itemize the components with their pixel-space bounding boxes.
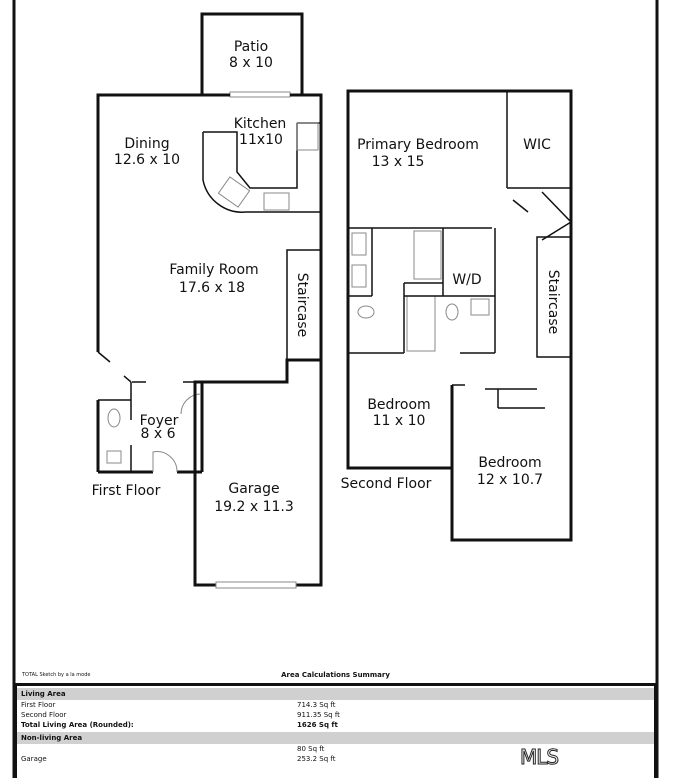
sliding-door	[229, 91, 291, 98]
room-size: 12.6 x 10	[114, 152, 180, 168]
bathtub-icon	[413, 230, 442, 280]
room-size: 17.6 x 18	[179, 280, 245, 296]
section-header: Non-living Area	[17, 732, 654, 744]
room-label: Kitchen	[234, 116, 287, 132]
room-label: Staircase	[545, 270, 561, 334]
room-label: Staircase	[294, 273, 310, 337]
area-summary: TOTAL Sketch by a la mode Area Calculati…	[14, 666, 657, 778]
garage-door	[215, 581, 297, 589]
staircase-1	[286, 249, 322, 361]
row-value: 714.3 Sq ft	[297, 701, 336, 709]
room-size: 8 x 10	[229, 55, 273, 71]
room-label: WIC	[523, 137, 551, 153]
table-row: 80 Sq ft	[17, 744, 654, 754]
table-row: First Floor 714.3 Sq ft	[17, 700, 654, 710]
software-credit: TOTAL Sketch by a la mode	[22, 672, 91, 678]
summary-title: Area Calculations Summary	[281, 671, 390, 679]
room-label: Family Room	[169, 262, 258, 278]
first-floor-plan	[96, 12, 323, 589]
room-label: Primary Bedroom	[357, 137, 479, 153]
bathtub-icon	[406, 295, 436, 352]
row-label: Second Floor	[21, 711, 67, 719]
toilet-icon	[107, 408, 121, 428]
staircase-2	[536, 236, 572, 358]
room-size: 12 x 10.7	[477, 472, 543, 488]
room-label: Bedroom	[367, 397, 430, 413]
row-value: 253.2 Sq ft	[297, 755, 336, 763]
second-floor-plan	[346, 89, 573, 542]
mls-watermark: MLS	[519, 745, 559, 769]
table-row: Second Floor 911.35 Sq ft	[17, 710, 654, 720]
room-label: Patio	[234, 39, 268, 55]
room-label: Garage	[228, 481, 279, 497]
row-label: Total Living Area (Rounded):	[21, 721, 134, 729]
row-value: 1626 Sq ft	[297, 721, 338, 729]
floor-label: Second Floor	[341, 476, 432, 492]
room-size: 8 x 6	[141, 426, 176, 442]
total-row: Total Living Area (Rounded): 1626 Sq ft	[17, 720, 654, 730]
row-label: First Floor	[21, 701, 56, 709]
floor-label: First Floor	[92, 483, 161, 499]
sink-icon	[470, 298, 490, 316]
stove-icon	[263, 192, 290, 211]
room-size: 19.2 x 11.3	[214, 499, 294, 515]
room-label: Dining	[124, 136, 169, 152]
row-value: 911.35 Sq ft	[297, 711, 340, 719]
sink-icon	[106, 450, 122, 464]
toilet-icon	[445, 303, 459, 321]
toilet-icon	[357, 305, 375, 319]
section-header: Living Area	[17, 688, 654, 700]
room-size: 11x10	[239, 132, 283, 148]
room-size: 13 x 15	[372, 154, 425, 170]
row-label: Garage	[21, 755, 47, 763]
garage-walls	[193, 360, 323, 587]
room-size: 11 x 10	[373, 413, 426, 429]
room-label: Foyer	[140, 413, 179, 429]
summary-table: Living Area First Floor 714.3 Sq ft Secon…	[14, 683, 657, 778]
row-value: 80 Sq ft	[297, 745, 325, 753]
kitchen-sink-icon	[217, 176, 251, 208]
room-label: W/D	[452, 272, 481, 288]
room-label: Bedroom	[478, 455, 541, 471]
table-row: Garage 253.2 Sq ft	[17, 754, 654, 764]
